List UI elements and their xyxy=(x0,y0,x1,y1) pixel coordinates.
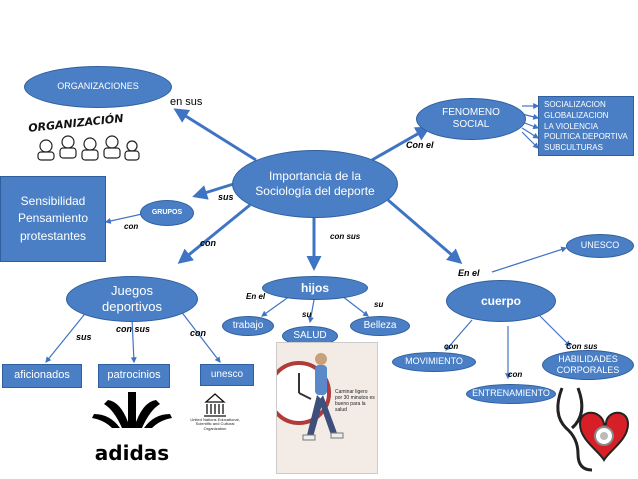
walking-figure-illustration xyxy=(277,353,344,441)
node-trabajo: trabajo xyxy=(222,316,274,336)
arrow-grupos-sensibilidad xyxy=(104,213,143,224)
label-en-el-hijos: En el xyxy=(246,292,266,301)
sensibilidad-line-2: Pensamiento xyxy=(17,211,89,226)
walking-poster: Caminar ligero por 30 minutos es bueno p… xyxy=(276,342,378,474)
arrow-center-fenomeno xyxy=(371,126,431,162)
label-su-salud: su xyxy=(302,310,312,319)
label-su-belleza: su xyxy=(374,300,384,309)
label-sus-juegos: sus xyxy=(76,332,92,342)
unesco-emblem: United Nations Educational, Scientific a… xyxy=(190,393,240,431)
fenomeno-item-2: GLOBALIZACION xyxy=(544,110,609,120)
organizacion-word: ORGANIZACIÓN xyxy=(28,112,124,135)
label-con-movimiento: con xyxy=(444,342,459,351)
node-movimiento: MOVIMIENTO xyxy=(392,352,476,372)
sensibilidad-line-1: Sensibilidad xyxy=(20,193,86,208)
label-con-sus-center: con sus xyxy=(330,232,361,241)
arrow-center-organizaciones xyxy=(173,108,257,162)
node-hijos: hijos xyxy=(262,276,368,300)
arrow-cuerpo-habilidades xyxy=(539,315,571,347)
fenomeno-item-1: SOCIALIZACION xyxy=(544,100,606,109)
label-con-left: con xyxy=(124,222,139,231)
arrow-juegos-patrocinios xyxy=(130,317,137,364)
arrow-hijos-trabajo xyxy=(261,295,291,317)
node-aficionados: aficionados xyxy=(2,364,82,388)
label-en-el-right: En el xyxy=(458,268,480,278)
node-sensibilidad: Sensibilidad Pensamiento protestantes xyxy=(0,176,106,262)
node-grupos: GRUPOS xyxy=(140,200,194,226)
label-con-juegos: con xyxy=(190,328,207,338)
fenomeno-item-4: POLITICA DEPORTIVA xyxy=(544,132,628,142)
node-organizaciones: ORGANIZACIONES xyxy=(24,66,172,108)
label-con-sus-habilidades: Con sus xyxy=(566,342,598,351)
label-con-el: Con el xyxy=(406,140,434,150)
poster-caption: Caminar ligero por 30 minutos es bueno p… xyxy=(335,389,375,413)
arrow-fenomeno-list-5 xyxy=(521,131,539,149)
node-center-importancia: Importancia de la Sociología del deporte xyxy=(232,150,398,218)
label-con-sus-juegos: con sus xyxy=(116,324,151,334)
node-belleza: Belleza xyxy=(350,316,410,336)
sensibilidad-line-3: protestantes xyxy=(19,228,87,243)
node-entrenamiento: ENTRENAMIENTO xyxy=(466,384,556,404)
adidas-word: adidas xyxy=(95,441,169,465)
organizacion-clipart: ORGANIZACIÓN xyxy=(28,112,140,161)
node-patrocinios: patrocinios xyxy=(98,364,170,388)
center-text: Importancia de la Sociología del deporte xyxy=(255,169,375,198)
fenomeno-item-5: SUBCULTURAS xyxy=(544,143,603,153)
node-unesco-small: unesco xyxy=(200,364,254,386)
arrow-cuerpo-unesco xyxy=(491,246,568,273)
node-cuerpo: cuerpo xyxy=(446,280,556,322)
label-con-center: con xyxy=(200,238,217,248)
node-juegos-deportivos: Juegos deportivos xyxy=(66,276,198,322)
adidas-logo: adidas xyxy=(92,392,172,465)
arrow-cuerpo-movimiento xyxy=(445,319,473,351)
fenomeno-item-3: LA VIOLENCIA xyxy=(544,121,599,131)
node-habilidades: HABILIDADES CORPORALES xyxy=(542,350,634,380)
label-con-entrenamiento: con xyxy=(508,370,523,379)
node-fenomeno-social: FENOMENO SOCIAL xyxy=(416,98,526,140)
stethoscope-heart-icon xyxy=(556,387,630,472)
arrow-juegos-aficionados xyxy=(45,309,89,363)
arrow-center-cuerpo xyxy=(387,198,463,264)
arrow-hijos-salud xyxy=(307,299,315,324)
label-en-sus: en sus xyxy=(170,96,203,108)
label-sus-center: sus xyxy=(218,192,234,202)
fenomeno-list: SOCIALIZACION GLOBALIZACION LA VIOLENCIA… xyxy=(538,96,634,156)
arrow-hijos-belleza xyxy=(341,295,369,317)
arrow-juegos-unesco xyxy=(179,309,221,363)
arrow-center-juegos xyxy=(177,203,251,264)
arrow-fenomeno-list-4 xyxy=(521,127,540,139)
unesco-caption: United Nations Educational, Scientific a… xyxy=(190,418,240,431)
node-unesco-right: UNESCO xyxy=(566,234,634,258)
